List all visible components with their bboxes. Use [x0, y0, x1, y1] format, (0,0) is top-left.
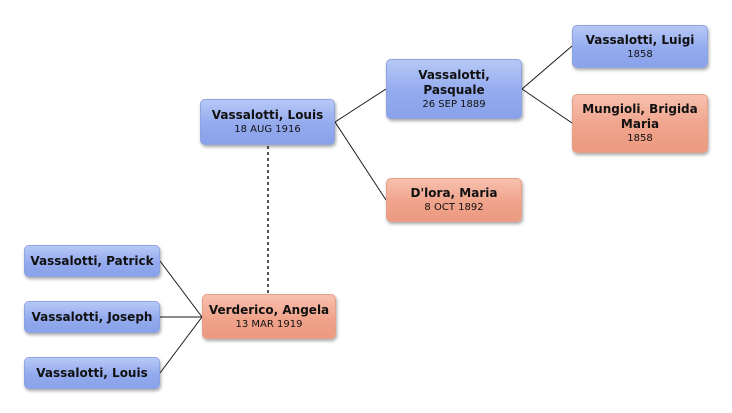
person-date: 8 OCT 1892 [424, 202, 484, 213]
person-name: Mungioli, Brigida Maria [582, 102, 698, 131]
person-date: 13 MAR 1919 [235, 318, 303, 330]
person-name: Vassalotti, Pasquale [418, 67, 490, 97]
connector-spouse-to-child-1 [159, 260, 203, 318]
person-date: 1858 [627, 48, 653, 60]
connector-root-to-mother [334, 121, 387, 201]
person-node-child-3[interactable]: Vassalotti, Louis [24, 357, 160, 389]
person-name: Vassalotti, Louis [211, 108, 324, 122]
person-node-child-2[interactable]: Vassalotti, Joseph [24, 301, 160, 333]
person-node-father[interactable]: Vassalotti, Pasquale 26 SEP 1889 [386, 59, 522, 119]
person-node-child-1[interactable]: Vassalotti, Patrick [24, 245, 160, 277]
connector-spouse-to-child-3 [159, 316, 203, 374]
person-name: Vassalotti, Patrick [30, 253, 154, 268]
connector-root-to-father [334, 88, 387, 123]
person-name: D'lora, Maria [410, 186, 498, 200]
person-name: Verderico, Angela [208, 302, 330, 317]
person-date: 1858 [627, 133, 653, 144]
person-date: 18 AUG 1916 [234, 124, 301, 135]
person-name: Vassalotti, Joseph [31, 309, 153, 324]
person-name: Vassalotti, Louis [36, 365, 148, 380]
person-name: Vassalotti, Luigi [585, 32, 695, 47]
connector-father-to-grandfather [521, 45, 573, 90]
person-node-mother[interactable]: D'lora, Maria 8 OCT 1892 [386, 178, 522, 222]
person-node-paternal-grandmother[interactable]: Mungioli, Brigida Maria 1858 [572, 94, 708, 153]
connector-father-to-grandmother [521, 88, 573, 124]
person-node-spouse[interactable]: Verderico, Angela 13 MAR 1919 [202, 294, 336, 339]
person-node-paternal-grandfather[interactable]: Vassalotti, Luigi 1858 [572, 25, 708, 68]
person-node-root[interactable]: Vassalotti, Louis 18 AUG 1916 [200, 99, 335, 145]
person-date: 26 SEP 1889 [422, 98, 486, 110]
